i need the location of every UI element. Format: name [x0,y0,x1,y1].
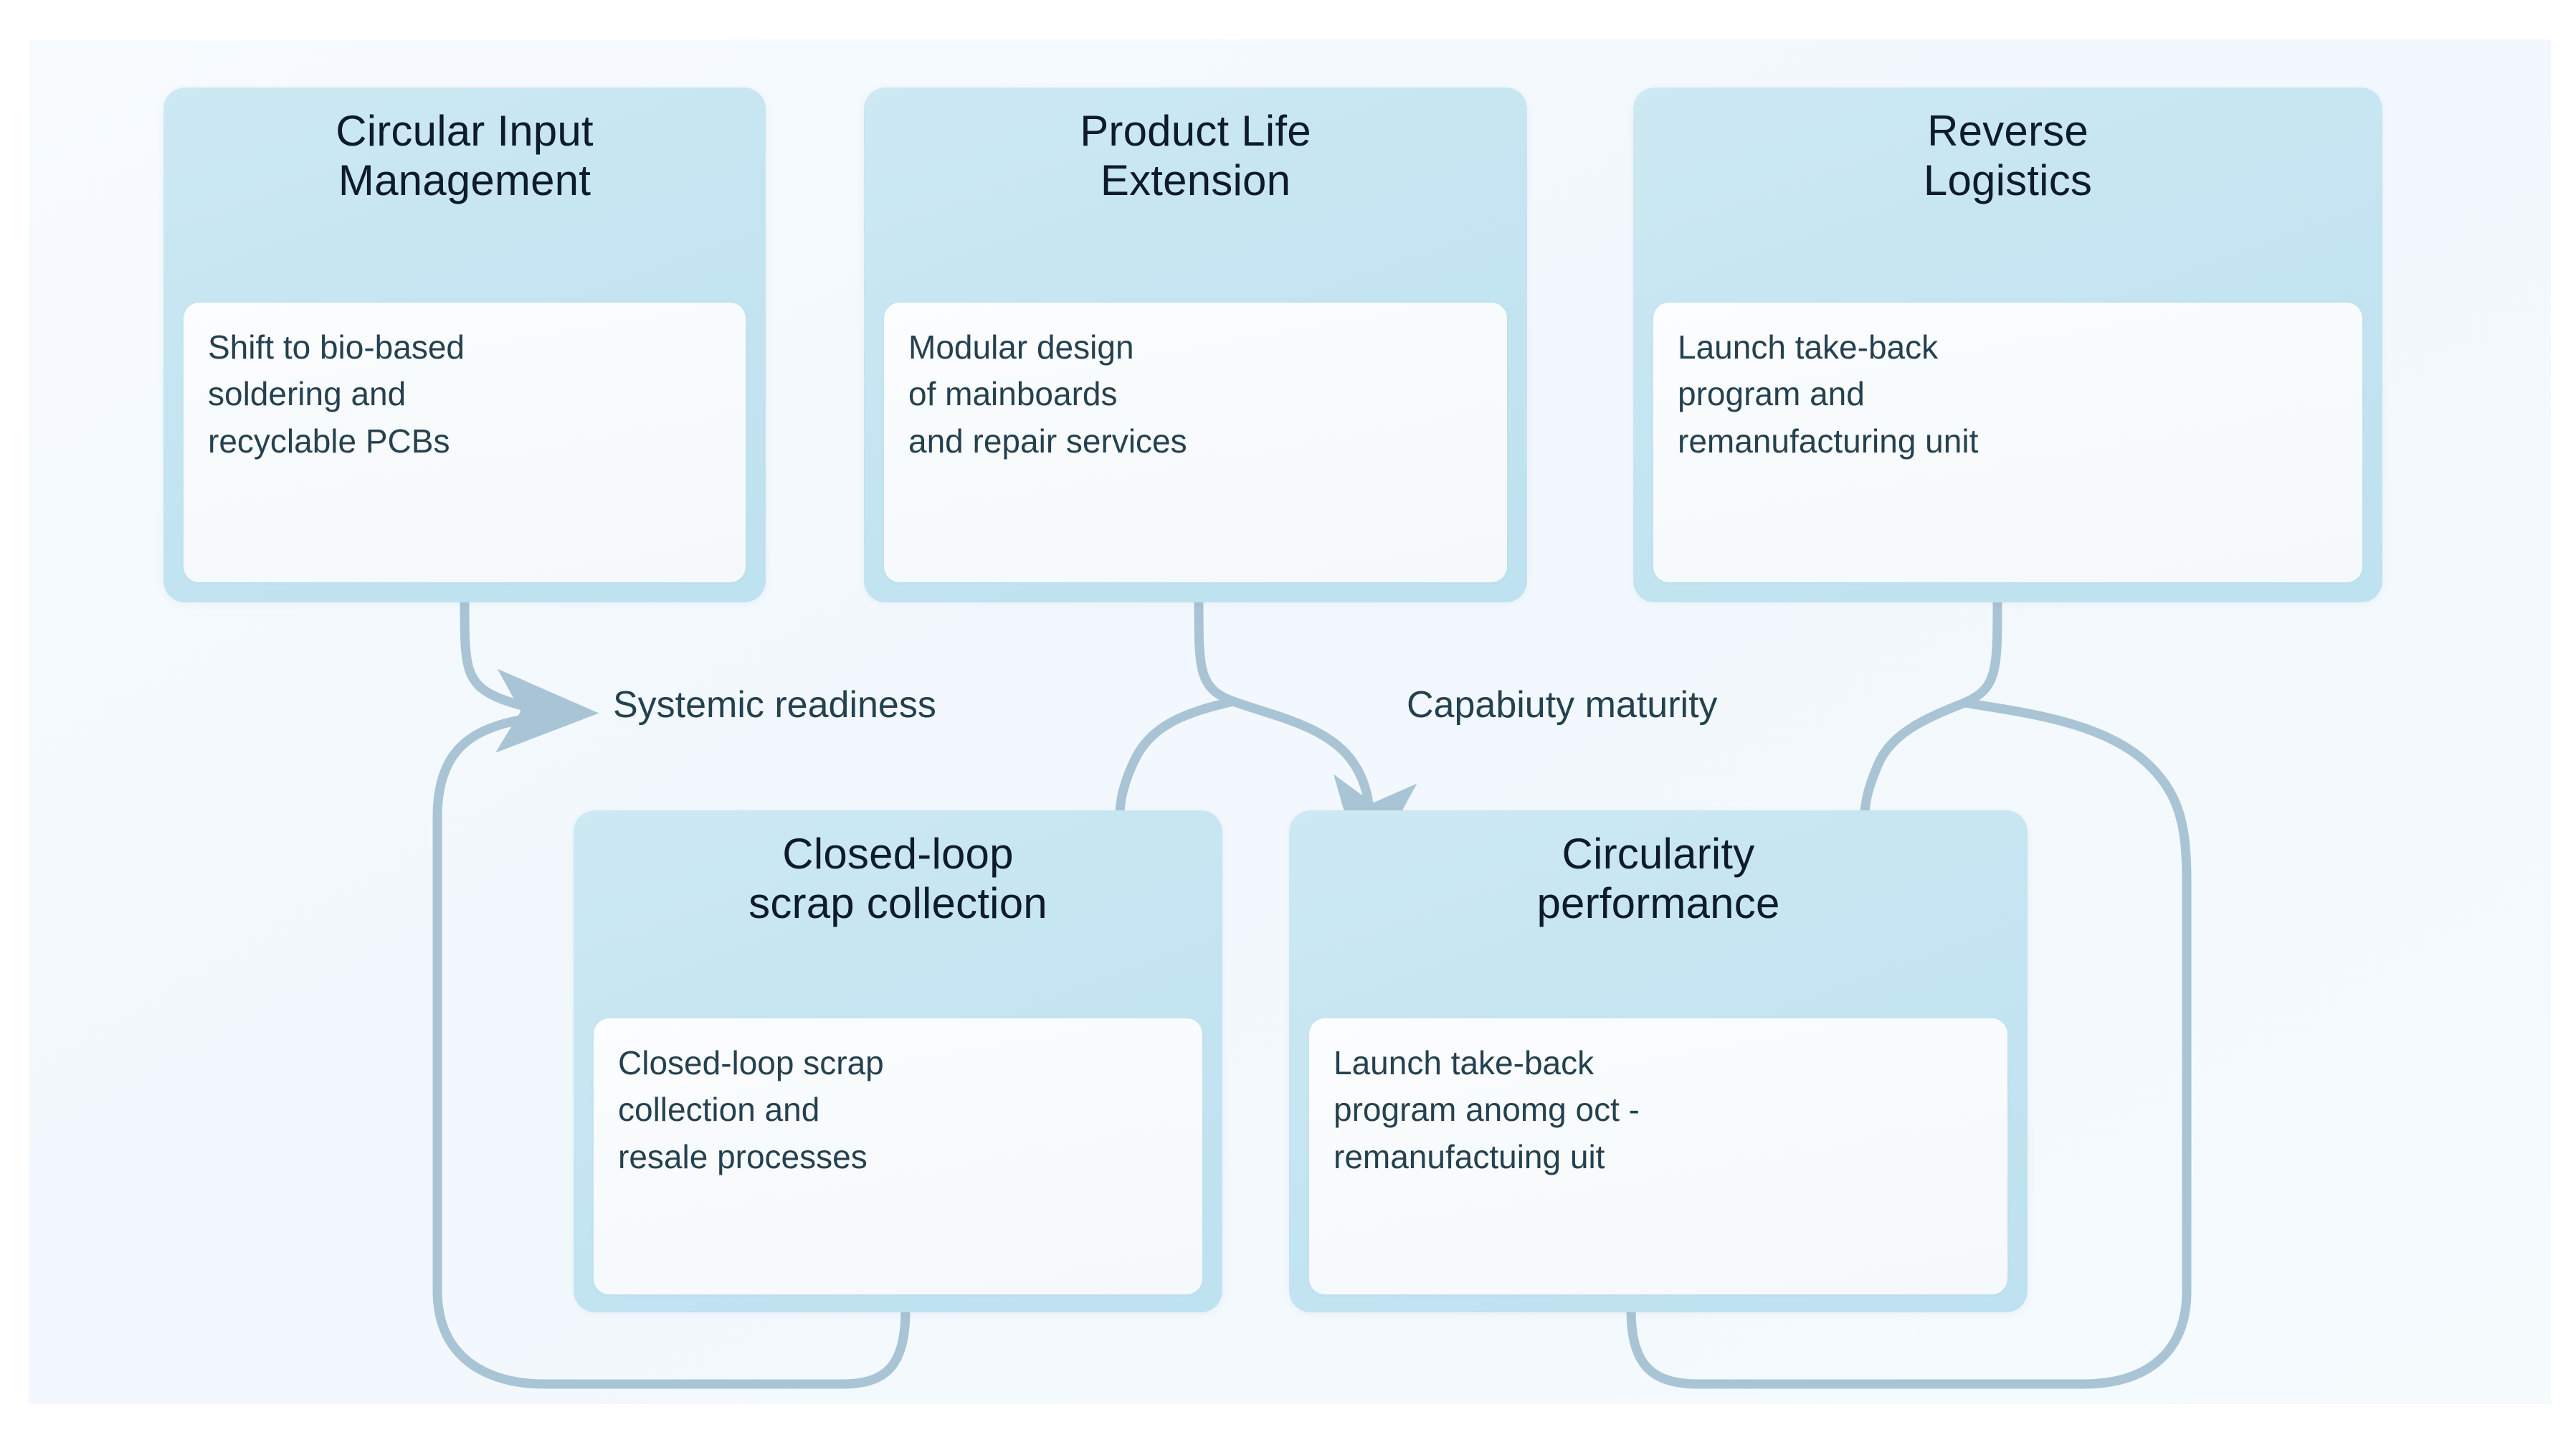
node-closed-loop-scrap-collection[interactable]: Closed-loop scrap collection Closed-loop… [574,810,1222,1312]
node-body: Shift to bio-based soldering and recycla… [184,303,746,582]
node-circular-input-management[interactable]: Circular Input Management Shift to bio-b… [163,87,766,602]
node-title: Product Life Extension [1080,107,1311,204]
connector-cim-to-systemic-readiness [460,596,599,753]
connector-ple-to-circularity-performance [1194,596,1417,881]
node-title: Closed-loop scrap collection [748,830,1047,927]
node-body: Closed-loop scrap collection and resale … [594,1018,1202,1294]
node-product-life-extension[interactable]: Product Life Extension Modular design of… [864,87,1527,602]
node-title: Reverse Logistics [1923,107,2093,204]
edge-label-capability-maturity: Capabiuty maturity [1407,684,1718,726]
node-circularity-performance[interactable]: Circularity performance Launch take-back… [1289,810,2028,1312]
node-reverse-logistics[interactable]: Reverse Logistics Launch take-back progr… [1633,87,2382,602]
connector-closedloop-left-loop [432,708,911,1389]
edge-label-systemic-readiness: Systemic readiness [613,684,936,726]
node-body: Modular design of mainboards and repair … [884,303,1507,582]
node-title: Circularity performance [1536,830,1780,927]
node-body: Launch take-back program anomg oct - rem… [1309,1018,2007,1294]
connector-rl-to-circularity-performance [1860,596,2002,821]
node-title: Circular Input Management [336,107,594,204]
connector-arch-left-leg-to-closedloop [1115,696,1238,821]
node-body: Launch take-back program and remanufactu… [1653,303,2362,582]
connector-rl-right-return-loop [1626,698,2192,1389]
